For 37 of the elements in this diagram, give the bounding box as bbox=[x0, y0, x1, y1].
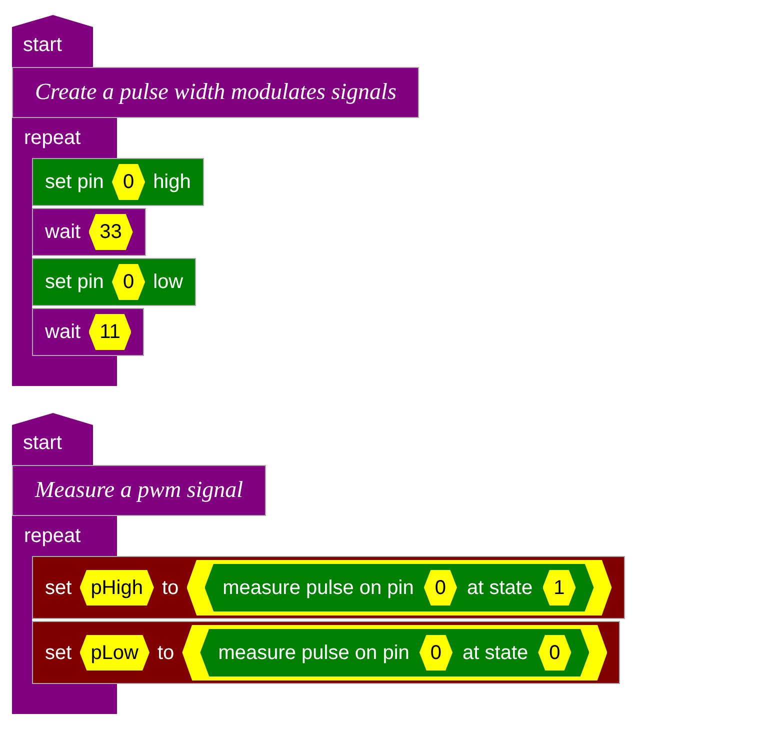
block-label: high bbox=[153, 170, 191, 195]
statement-block bbox=[32, 621, 620, 684]
block-label: to bbox=[158, 640, 174, 666]
block-label: measure pulse on pin bbox=[218, 640, 410, 666]
value-slot: 0 bbox=[424, 570, 457, 606]
block-label: Create a pulse width modulates signals bbox=[35, 78, 396, 106]
value-slot: pHigh bbox=[80, 570, 154, 606]
block-label: to bbox=[162, 576, 179, 600]
block-label: start bbox=[23, 34, 62, 56]
block-label: low bbox=[153, 270, 184, 295]
value-slot: 0 bbox=[538, 634, 572, 670]
block-label: at state bbox=[462, 640, 528, 666]
block-label: set pin bbox=[45, 270, 104, 295]
block-label: measure pulse on pin bbox=[222, 576, 414, 600]
block-label: repeat bbox=[24, 524, 81, 549]
block-label: Measure a pwm signal bbox=[35, 476, 244, 504]
value-slot: 33 bbox=[88, 214, 133, 250]
block-label: repeat bbox=[24, 126, 81, 151]
block-label: set bbox=[45, 576, 72, 600]
block-label: start bbox=[23, 432, 62, 454]
statement-block bbox=[32, 556, 625, 619]
value-slot: 0 bbox=[112, 164, 146, 200]
block-label: set bbox=[45, 640, 72, 666]
value-slot: 0 bbox=[419, 634, 453, 670]
statement-block bbox=[32, 308, 144, 356]
block-label: wait bbox=[45, 320, 81, 345]
value-slot: 1 bbox=[542, 570, 576, 606]
statement-block bbox=[32, 208, 146, 256]
value-slot: 0 bbox=[112, 264, 146, 300]
block-label: at state bbox=[467, 576, 533, 600]
value-slot: 11 bbox=[88, 314, 132, 350]
value-slot: pLow bbox=[80, 634, 150, 670]
block-label: set pin bbox=[45, 170, 104, 195]
statement-block bbox=[32, 158, 204, 206]
block-label: wait bbox=[45, 220, 81, 245]
statement-block bbox=[32, 258, 196, 306]
loop-block bbox=[12, 118, 204, 386]
